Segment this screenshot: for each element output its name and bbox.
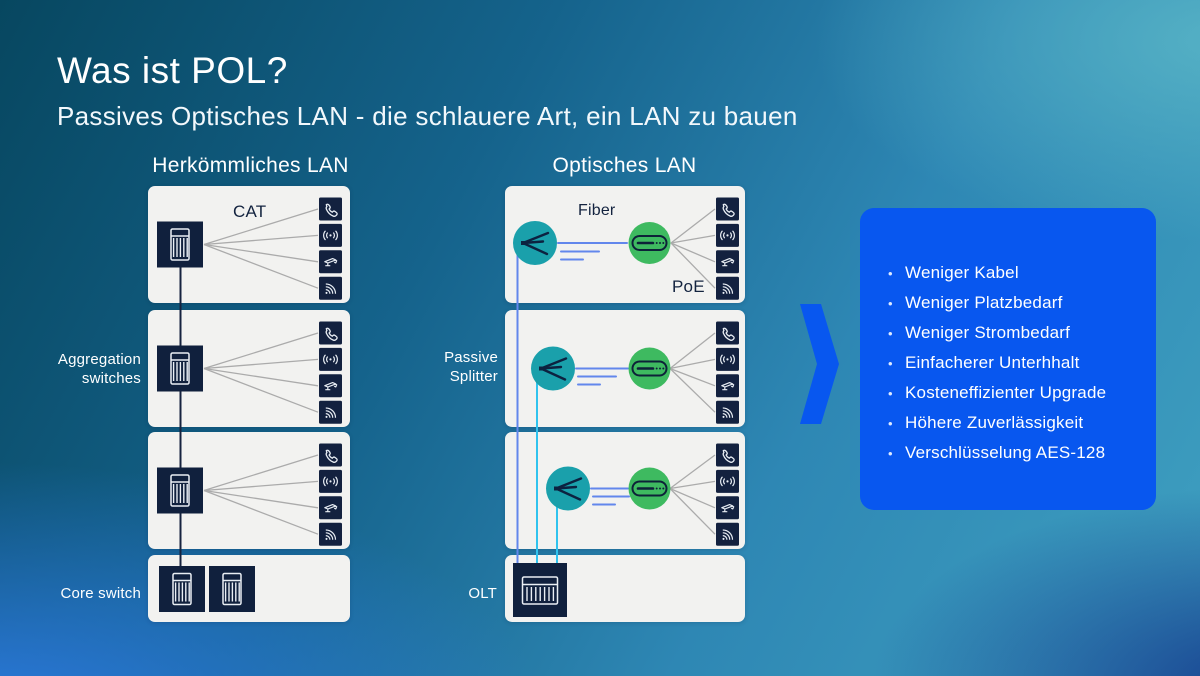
benefit-text: Weniger Strombedarf (905, 323, 1071, 342)
optical-access-box-1 (505, 186, 745, 303)
poe-label: PoE (672, 277, 705, 296)
benefit-text: Weniger Platzbedarf (905, 293, 1063, 312)
bullet-icon: • (888, 385, 893, 401)
traditional-access-box-3 (148, 432, 350, 549)
benefit-text: Kosteneffizienter Upgrade (905, 383, 1107, 402)
optical-olt-box (505, 555, 745, 622)
cat-cable-label: CAT (233, 202, 267, 221)
aggregation-switches-label: Aggregation switches (57, 351, 141, 387)
benefit-text: Weniger Kabel (905, 263, 1019, 282)
benefit-text: Verschlüsselung AES-128 (905, 443, 1106, 462)
optical-access-box-3 (505, 432, 745, 549)
fiber-label: Fiber (578, 202, 616, 219)
benefit-text: Höhere Zuverlässigkeit (905, 413, 1084, 432)
bullet-icon: • (888, 415, 893, 431)
benefit-item: • Kosteneffizienter Upgrade (888, 378, 1146, 408)
olt-label: OLT (468, 585, 497, 602)
benefit-item: • Verschlüsselung AES-128 (888, 438, 1146, 468)
bullet-icon: • (888, 295, 893, 311)
bullet-icon: • (888, 325, 893, 341)
bullet-icon: • (888, 355, 893, 371)
benefit-text: Einfacherer Unterhhalt (905, 353, 1080, 372)
optical-access-box-2 (505, 310, 745, 427)
page-title: Was ist POL? (57, 50, 288, 91)
benefit-item: • Weniger Kabel (888, 258, 1146, 288)
bullet-icon: • (888, 445, 893, 461)
passive-splitter-label: Passive Splitter (444, 349, 498, 385)
traditional-access-box-2 (148, 310, 350, 427)
traditional-lan-header: Herkömmliches LAN (152, 154, 349, 177)
benefits-list: • Weniger Kabel • Weniger Platzbedarf • Wen… (860, 208, 1156, 468)
benefits-panel: • Weniger Kabel • Weniger Platzbedarf • Wen… (860, 208, 1156, 510)
bullet-icon: • (888, 265, 893, 281)
benefit-item: • Weniger Platzbedarf (888, 288, 1146, 318)
benefit-item: • Einfacherer Unterhhalt (888, 348, 1146, 378)
page-subtitle: Passives Optisches LAN - die schlauere A… (57, 101, 798, 131)
benefit-item: • Weniger Strombedarf (888, 318, 1146, 348)
benefit-item: • Höhere Zuverlässigkeit (888, 408, 1146, 438)
core-switch-label: Core switch (60, 585, 141, 602)
traditional-core-box (148, 555, 350, 622)
optical-lan-header: Optisches LAN (552, 154, 697, 177)
chevron-right-icon (800, 304, 839, 424)
